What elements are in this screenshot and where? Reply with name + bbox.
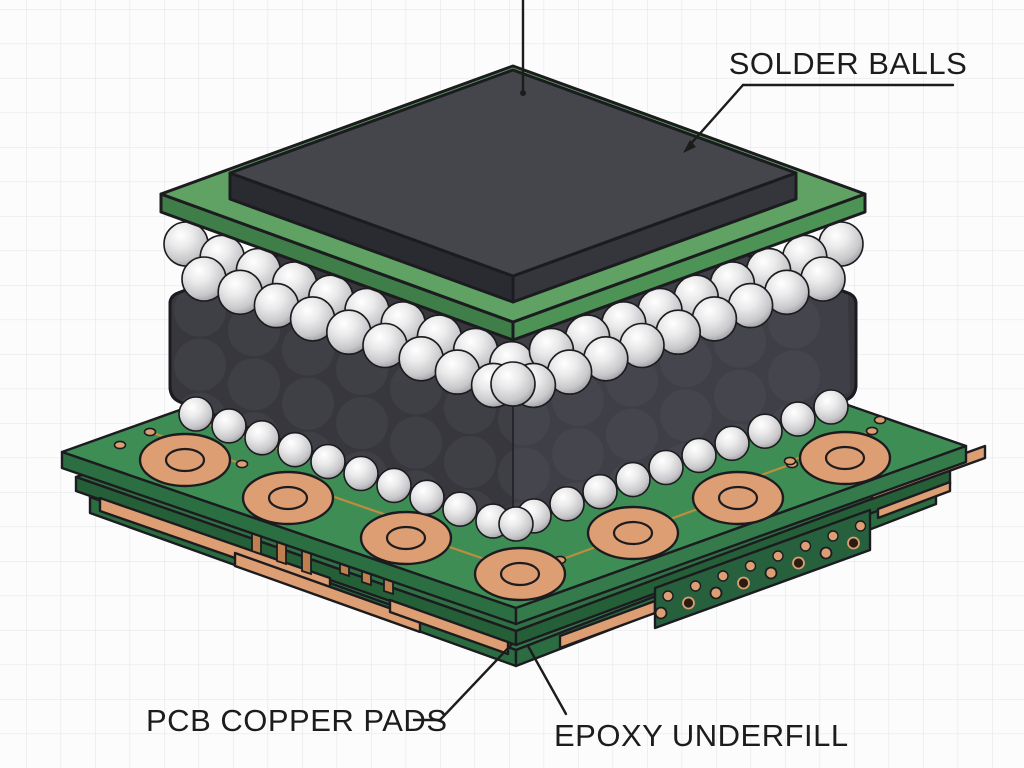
copper-pads	[138, 430, 892, 602]
panel-hole	[792, 556, 805, 570]
copper-band	[876, 480, 952, 520]
callouts: SOLDER BALLS PCB COPPER PADS EPOXY UNDER…	[146, 0, 967, 753]
solder-ball	[582, 473, 618, 510]
chip-die	[228, 68, 798, 304]
label-epoxy-underfill: EPOXY UNDERFILL	[554, 718, 849, 753]
solder-ball	[244, 419, 280, 456]
epoxy-bump	[228, 358, 280, 411]
epoxy-bump	[660, 389, 712, 442]
epoxy-bump	[552, 428, 604, 481]
solder-ball	[498, 506, 534, 542]
via	[235, 459, 249, 469]
copper-pad-ring	[612, 520, 654, 546]
solder-ball	[442, 491, 478, 528]
die-top-face	[228, 68, 798, 278]
solder-ball	[211, 408, 247, 444]
connector-hole-panel	[653, 508, 872, 630]
copper-pad-ring	[164, 447, 206, 473]
panel-hole	[689, 580, 702, 592]
panel-hole	[709, 586, 723, 600]
epoxy-bump	[606, 408, 658, 461]
copper-pad-ring	[499, 561, 541, 587]
solder-ball	[343, 455, 379, 492]
pcb-top-layer-edge-right	[514, 444, 968, 626]
epoxy-bump	[498, 447, 550, 500]
copper-pad	[138, 432, 232, 488]
panel-hole	[799, 540, 812, 552]
via	[143, 427, 157, 437]
epoxy-bump	[174, 338, 226, 391]
copper-pad	[586, 505, 680, 561]
panel-hole	[764, 566, 778, 580]
solder-ball	[681, 437, 717, 474]
solder-balls-upper-rows	[163, 221, 864, 409]
leader-dot	[520, 90, 526, 96]
copper-pad	[798, 430, 892, 486]
copper-pad-ring	[824, 445, 866, 471]
solder-ball	[747, 413, 783, 450]
panel-hole	[827, 530, 839, 542]
copper-pad-ring	[717, 485, 759, 511]
panel-hole	[847, 536, 860, 550]
solder-ball	[648, 449, 684, 486]
solder-ball	[549, 485, 585, 522]
leader-line-epoxy	[526, 644, 568, 716]
solder-ball	[409, 479, 445, 516]
copper-pad	[359, 510, 453, 566]
solder-ball	[813, 389, 849, 425]
solder-balls-lower-row	[178, 389, 849, 542]
copper-bar	[233, 551, 422, 634]
solder-ball	[780, 401, 816, 437]
copper-pad-ring	[267, 485, 309, 511]
epoxy-bump	[336, 397, 388, 450]
panel-hole	[662, 590, 674, 602]
epoxy-bump	[768, 350, 820, 403]
epoxy-bump	[444, 436, 496, 488]
leader-line-pcb-pads	[438, 642, 514, 722]
epoxy-bump	[714, 369, 766, 422]
epoxy-bump	[390, 416, 442, 469]
panel-hole	[819, 546, 833, 560]
panel-hole	[682, 596, 695, 610]
panel-hole	[654, 606, 668, 620]
leader-arrowhead	[683, 140, 696, 153]
panel-hole	[744, 560, 757, 572]
label-pcb-copper-pads: PCB COPPER PADS	[146, 703, 448, 738]
via	[873, 415, 887, 425]
copper-pad-ring	[385, 525, 427, 551]
solder-ball	[310, 443, 346, 480]
solder-ball	[714, 425, 750, 462]
leader-line-solder-balls	[686, 83, 745, 149]
panel-hole	[772, 550, 784, 562]
via	[865, 426, 879, 436]
solder-ball	[178, 396, 214, 432]
panel-hole	[737, 576, 750, 590]
solder-ball	[615, 461, 651, 498]
panel-hole	[717, 570, 729, 582]
copper-bar	[388, 598, 510, 656]
solder-ball	[277, 431, 313, 468]
copper-pad	[473, 546, 567, 602]
copper-pad	[691, 470, 785, 526]
solder-ball	[490, 361, 536, 407]
label-solder-balls: SOLDER BALLS	[729, 46, 968, 81]
panel-hole	[854, 520, 867, 532]
solder-ball	[376, 467, 412, 504]
copper-pad	[241, 470, 335, 526]
epoxy-bump	[282, 377, 334, 430]
via	[783, 456, 797, 466]
via	[113, 440, 127, 450]
